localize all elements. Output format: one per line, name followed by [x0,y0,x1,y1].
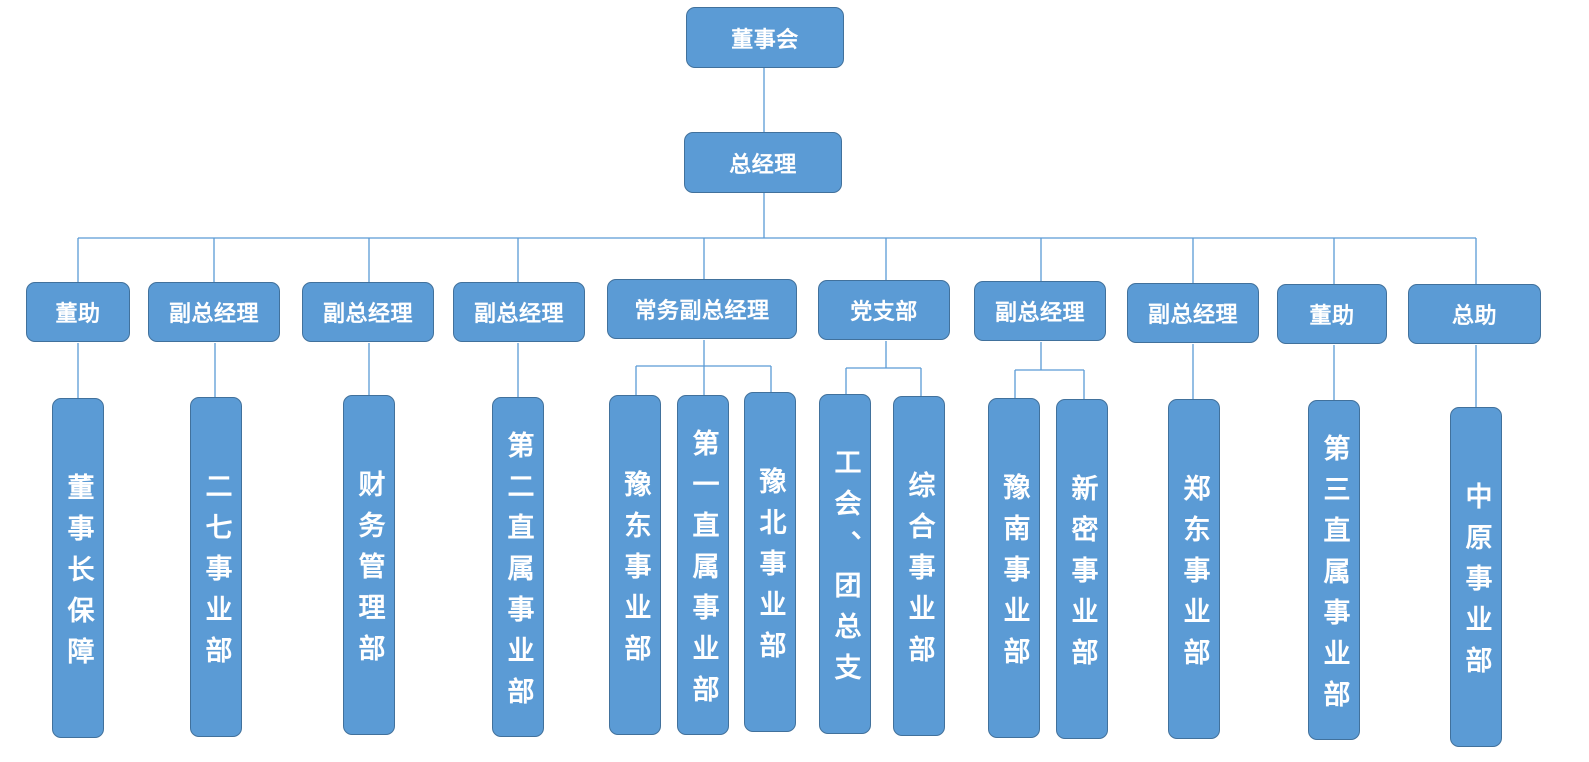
dept-8: 工会、团总支 [819,394,871,734]
general-manager-node: 总经理 [684,132,842,193]
dept-5: 豫东事业部 [609,395,661,735]
top-node-5: 常务副总经理 [607,279,797,339]
board-node: 董事会 [686,7,844,68]
dept-7: 豫北事业部 [744,392,796,732]
dept-2: 二七事业部 [190,397,242,737]
top-node-4: 副总经理 [453,282,585,342]
dept-13: 第三直属事业部 [1308,400,1360,740]
dept-9: 综合事业部 [893,396,945,736]
dept-10: 豫南事业部 [988,398,1040,738]
dept-11: 新密事业部 [1056,399,1108,739]
top-node-3: 副总经理 [302,282,434,342]
dept-14: 中原事业部 [1450,407,1502,747]
top-node-6: 党支部 [818,280,950,340]
dept-12: 郑东事业部 [1168,399,1220,739]
dept-3: 财务管理部 [343,395,395,735]
top-node-9: 董助 [1277,284,1387,344]
top-node-8: 副总经理 [1127,283,1259,343]
top-node-2: 副总经理 [148,282,280,342]
dept-1: 董事长保障 [52,398,104,738]
dept-6: 第一直属事业部 [677,395,729,735]
top-node-1: 董助 [26,282,130,342]
dept-4: 第二直属事业部 [492,397,544,737]
top-node-7: 副总经理 [974,281,1106,341]
top-node-10: 总助 [1408,284,1541,344]
